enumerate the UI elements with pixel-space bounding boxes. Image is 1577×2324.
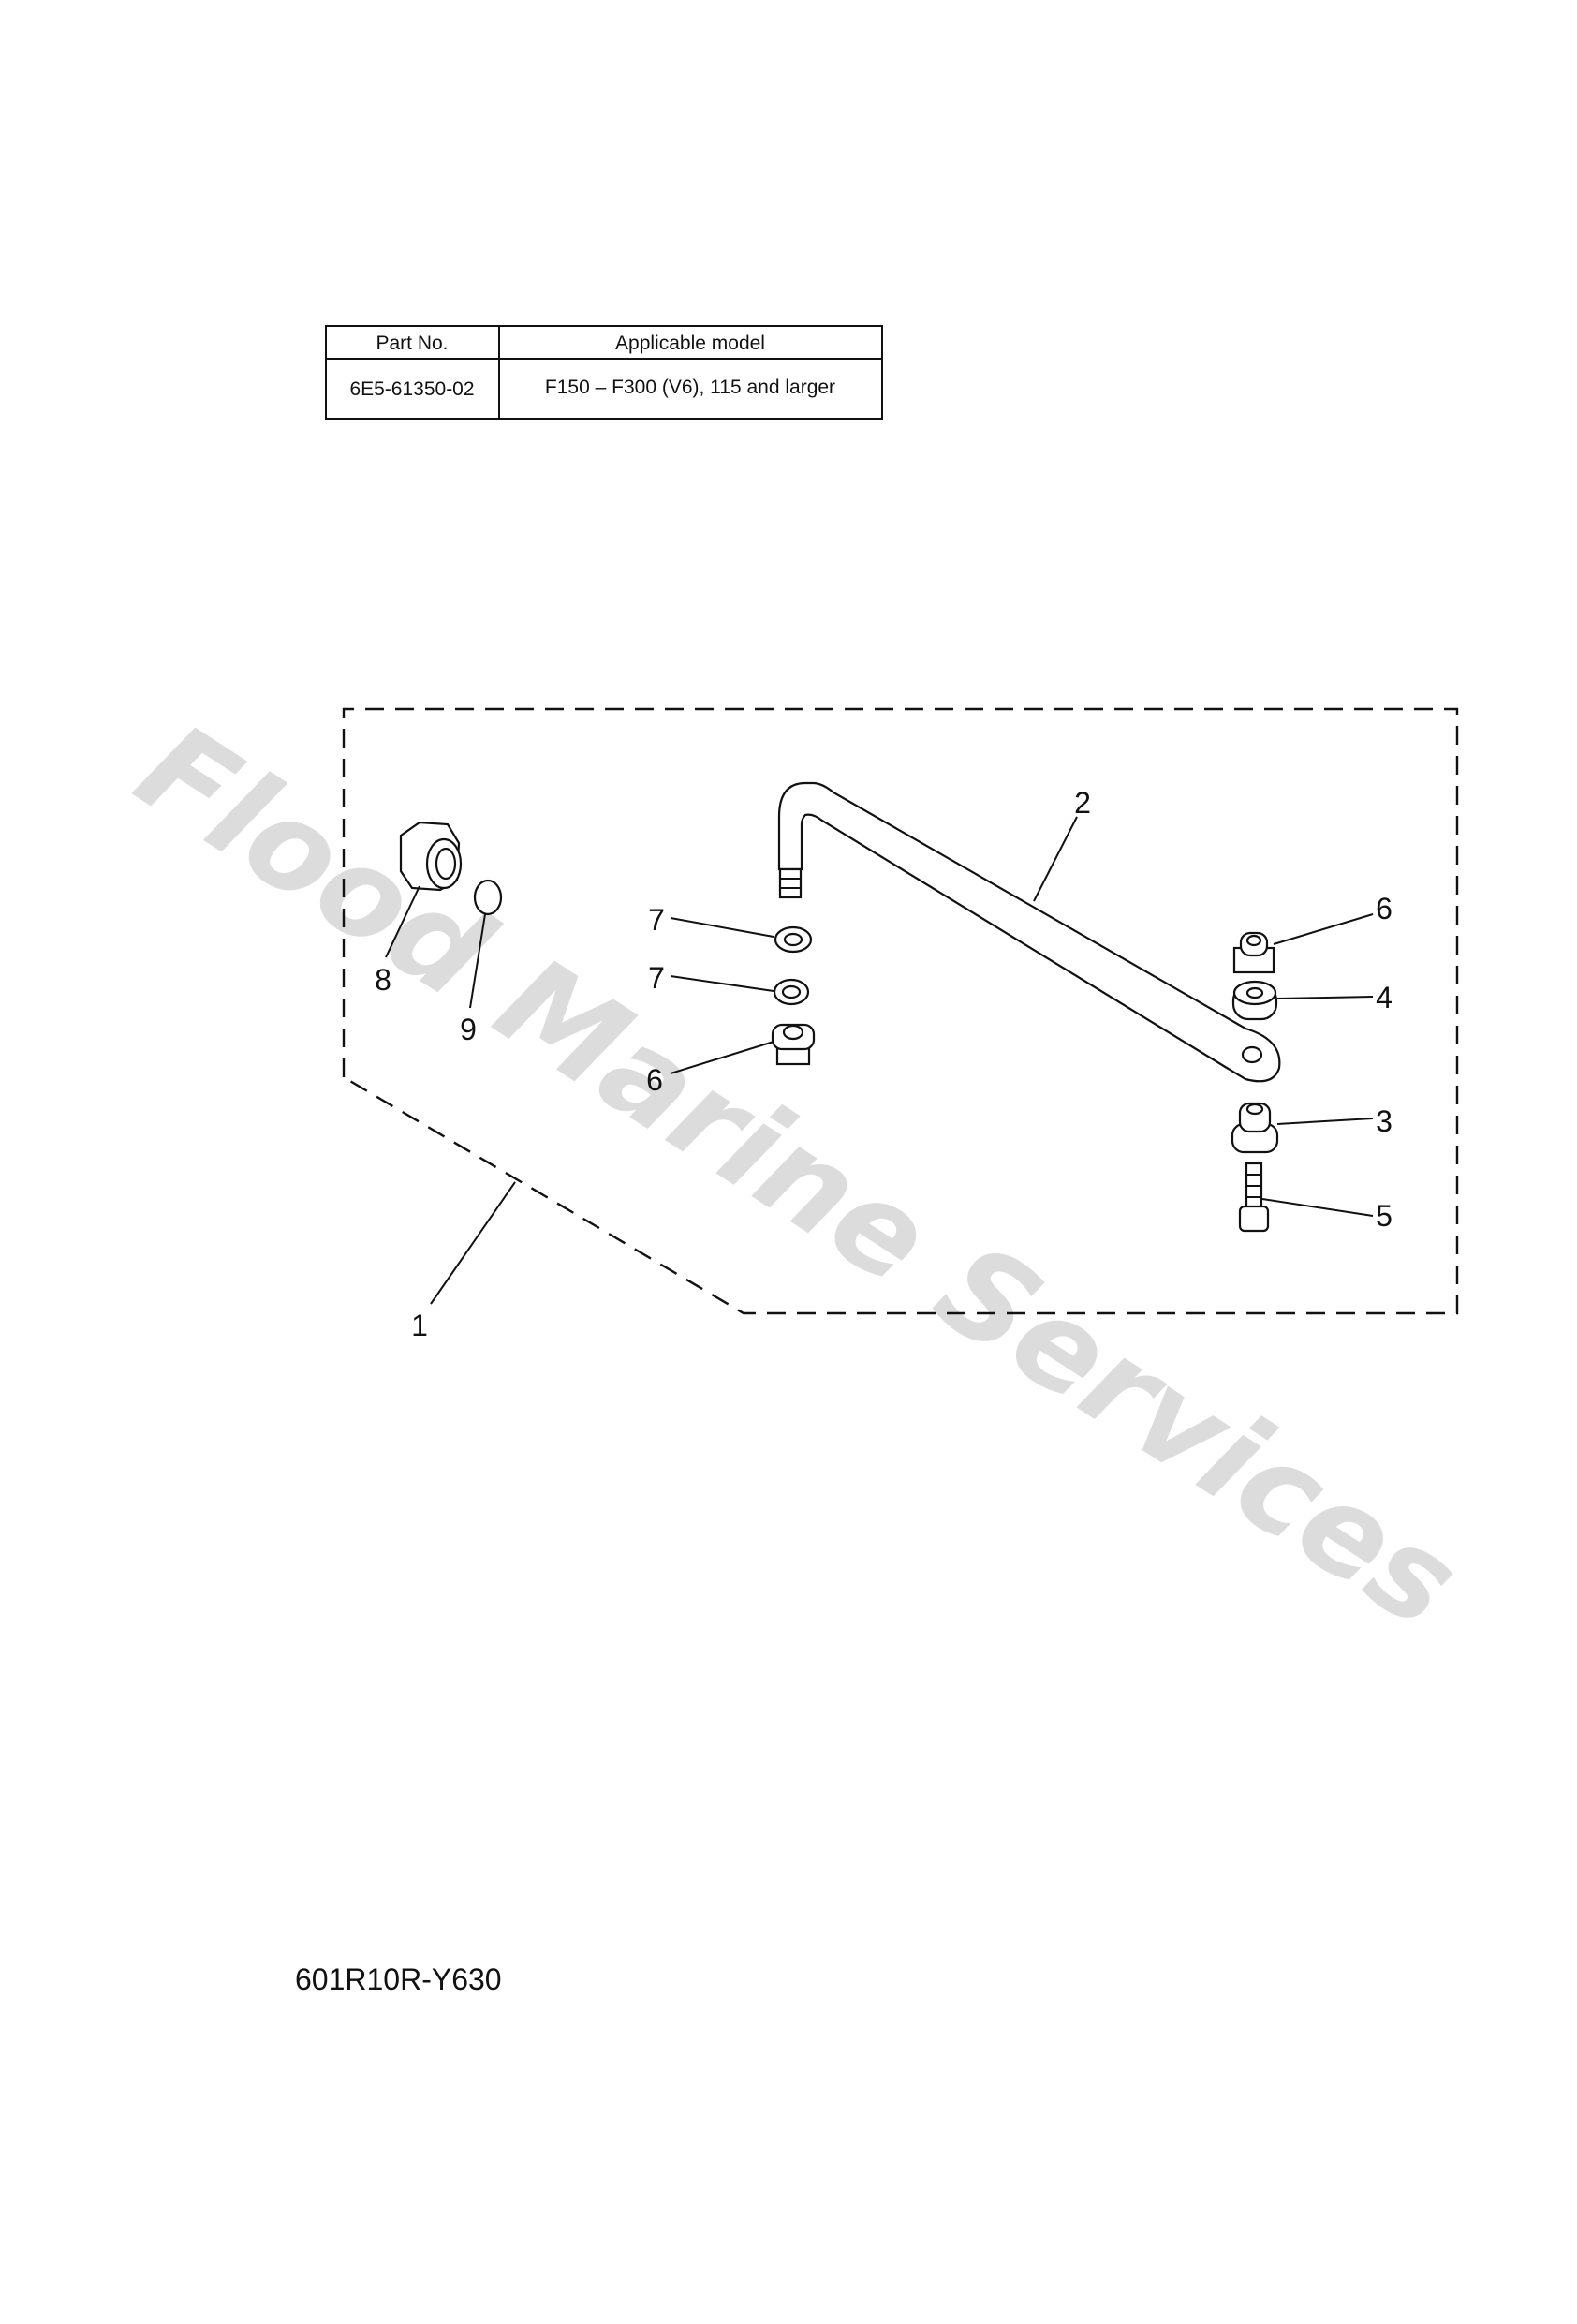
table-cell-part-no: 6E5-61350-02 [349,378,474,400]
callout-5: 5 [1376,1199,1393,1233]
kit-outline [342,707,1459,1315]
bushing-part-3 [1231,1102,1279,1154]
callout-2: 2 [1074,786,1091,820]
nut-part-6-right [1232,931,1275,974]
bolt-part-5 [1238,1162,1270,1233]
callout-7-top: 7 [648,903,665,937]
callout-7-bottom: 7 [648,961,665,995]
callout-6-left: 6 [646,1063,663,1097]
diagram-code: 601R10R-Y630 [295,1962,502,1996]
callout-4: 4 [1376,981,1393,1014]
nut-part-8 [399,821,463,892]
leader-lines [385,816,1374,1305]
applicability-table: Part No. Applicable model 6E5-61350-02 F… [325,325,883,420]
callout-6-right: 6 [1376,892,1393,925]
table-header-applicable-model: Applicable model [615,333,765,354]
callout-9: 9 [460,1013,477,1046]
table-header-part-no: Part No. [376,333,448,354]
callout-3: 3 [1376,1104,1393,1138]
callout-8: 8 [375,963,391,997]
o-ring-part-9 [473,879,503,916]
callout-1: 1 [411,1309,428,1342]
table-cell-model: F150 – F300 (V6), 115 and larger [545,377,835,398]
washer-part-7 [773,925,813,1006]
drag-link-rod [777,781,1281,1083]
bushing-part-4 [1231,980,1278,1021]
nut-part-6 [771,1023,816,1066]
